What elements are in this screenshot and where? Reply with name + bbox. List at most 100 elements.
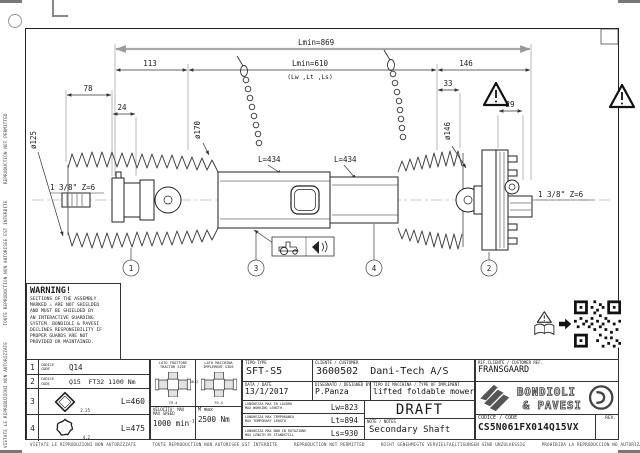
lemon-profile-icon: 2.25 [39,389,91,414]
brand-line2: & PAVESI [523,399,582,412]
spline-spec-left: 1 3/8" Z=6 [50,183,96,192]
code-value: CS5N061FX014Q15VX [478,422,579,434]
read-manual-icon [534,311,555,336]
dim-lmin-total: Lmin=869 [298,38,334,47]
crop-mark-top-left [0,0,22,3]
part-value: Q14 [69,362,83,372]
pto-shaft-drawing: Lmin=869 113 Lmin=610 (Lw ,Lt ,Ls) 146 7… [29,28,636,277]
cross-span-dim: 79.4 [168,400,178,405]
fold-mark [52,0,68,17]
customer-cell: CLIENTE / CUSTOMER 3600502 Dani-Tech A/S [313,360,474,381]
revision-box [600,28,619,45]
part-number: 4 [27,415,39,441]
label-en: CODE [41,367,50,371]
max-torque-value: 2500 Nm [198,415,230,425]
qr-block [533,293,621,355]
copyright-line: VIETATE LE RIPRODUZIONI NON AUTORIZZATE … [30,442,640,447]
part-value: Q15 FT32 1100 Nm [69,377,136,386]
label-it: CODICE [41,362,54,367]
dim-113: 113 [143,59,157,68]
dia-170: ø170 [193,120,202,139]
safety-chain-left [236,55,263,147]
cross-journal-icon: 30.2 [190,371,237,401]
profile-dim: 2.25 [80,408,90,413]
code-row: CODICE / CODE CS5N061FX014Q15VX REV. [476,415,618,440]
dim-24: 24 [117,103,127,112]
part-number: 2 [27,375,39,388]
torque-label: M max [198,407,214,413]
status-draft: DRAFT [365,401,474,419]
warning-line: AN INTERACTIVE GUARDING [30,315,94,321]
part-code-label: CODICE CODE [39,360,67,374]
dim-29: 29 [505,100,514,109]
customer-ref-value: FRANSGAARD [478,365,530,376]
notes-label: NOTE / NOTES [367,419,396,424]
arrow-icon [558,318,571,330]
implement-type-label: TIPO DI MACCHINA / TYPE OF IMPLEMENT [373,382,460,387]
title-block-main: TIPO-TYPE SFT-S5 CLIENTE / CUSTOMER 3600… [242,359,475,440]
star-profile-icon: 4.2 [39,415,91,441]
part-number: 1 [27,360,39,374]
extension-lines [65,44,532,180]
code-label: CODICE / CODE [478,415,518,421]
part-row-3: 3 2.25 L=460 [27,388,149,414]
warning-line: DECLINES RESPONSIBILITY IF [30,327,102,333]
cross-journal-icon [154,371,192,401]
type-label: TIPO-TYPE [245,360,267,365]
part-row-4: 4 4.2 L=475 [27,414,149,441]
part-row-1: 1 CODICE CODE Q14 [27,360,149,374]
balloon-leaders [122,224,498,277]
warning-line: SECTIONS OF THE ASSEMBLY [30,297,97,302]
label-it: CODICE [41,377,54,382]
tractor-icon [278,241,299,256]
warning-line: MARKED ⚠ ARE NOT SHIELDED [30,303,100,309]
designer-cell: DISEGNATO / DESIGNED BY P.Panza [313,382,371,400]
bp-hatch-icon [480,384,510,412]
type-value: SFT-S5 [246,366,283,378]
guard-tubes [217,171,399,229]
part-row-2: 2 CODICE CODE Q15 FT32 1100 Nm [27,374,149,388]
label-en: CODE [41,381,50,386]
designer-value: P.Panza [315,387,349,397]
guard-emblem [290,185,320,215]
part-value: L=460 [120,397,145,406]
warning-triangle-flange [482,81,510,107]
brand-logo-cell: BONDIOLI & PAVESI [476,382,618,415]
implement-type-value: lifted foldable mower [373,387,474,397]
tractor-side-yoke [111,171,182,223]
balloon-2: 2 [487,264,492,273]
tractor-side-spline-stub [61,192,91,208]
dim-33: 33 [443,79,452,88]
warning-box: WARNING! SECTIONS OF THE ASSEMBLY MARKED… [26,283,121,360]
dim-146: 146 [459,59,473,68]
type-cell: TIPO-TYPE SFT-S5 [243,360,313,381]
copyright-line-vertical: VIETATE LE RIPRODUZIONI NON AUTORIZZATE … [3,113,8,448]
tube-length-right: L=434 [334,155,357,164]
lw-value: Lw=823 [330,402,358,412]
crop-mark-bottom-right [618,450,640,453]
implement-side-clutch [455,149,533,251]
date-label: DATA / DATE [245,382,272,387]
tube-length-left: L=434 [258,155,281,164]
balloon-3: 3 [254,264,259,273]
warning-line: PROPER GUARDS ARE NOT [30,334,89,340]
warning-title: WARNING! [30,286,71,296]
customer-ref-label: RIF.CLIENTE / CUSTOMER REF. [478,360,544,365]
bondioli-pavesi-logo: BONDIOLI & PAVESI [480,384,614,413]
dim-lmin-work: Lmin=610 [292,59,329,68]
part-code-label: CODICE CODE [39,375,67,388]
title-block-right: RIF.CLIENTE / CUSTOMER REF. FRANSGAARD B… [475,359,619,440]
warning-line: SYSTEM. BONDIOLI & PAVESI [30,321,100,327]
code-cell: CODICE / CODE CS5N061FX014Q15VX [476,415,596,440]
designer-label: DISEGNATO / DESIGNED BY [315,382,370,387]
cross-cap-dim: 30.2 [189,379,199,384]
status-notes-cell: DRAFT NOTE / NOTES Secondary Shaft [365,401,474,440]
warning-line: PROVIDED OR MAINTAINED. [30,340,94,346]
parts-table: 1 CODICE CODE Q14 2 CODICE CODE Q15 FT32… [26,359,150,441]
